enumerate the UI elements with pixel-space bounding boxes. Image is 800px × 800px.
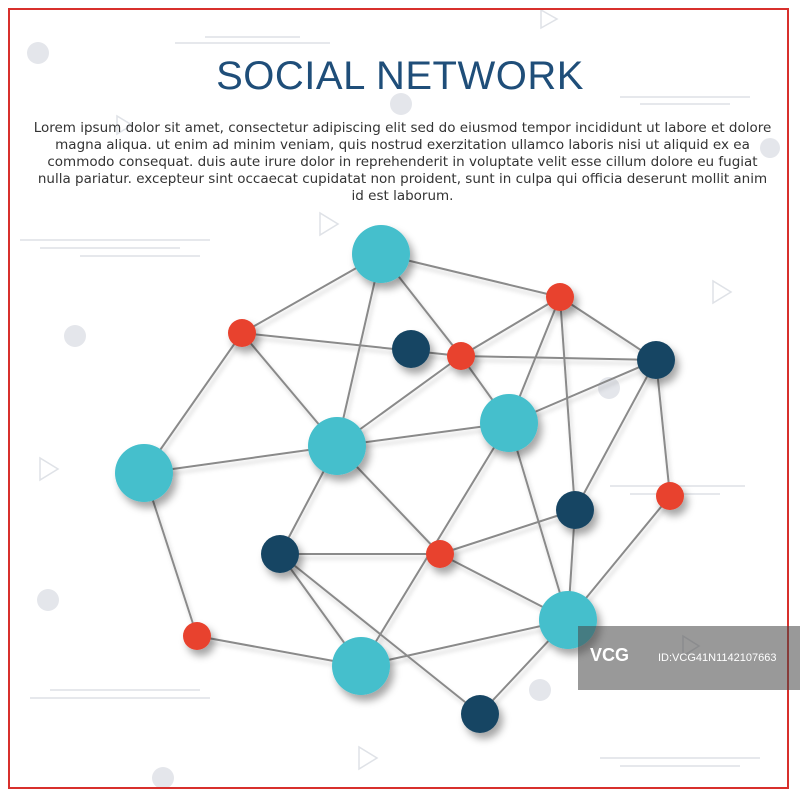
edge xyxy=(574,359,657,511)
node-teal xyxy=(332,637,390,695)
node-red xyxy=(656,482,684,510)
edge xyxy=(143,445,338,474)
edge xyxy=(655,359,671,497)
node-teal xyxy=(308,417,366,475)
edge xyxy=(559,296,576,511)
edge xyxy=(460,296,561,357)
red-frame xyxy=(8,8,789,789)
node-teal xyxy=(352,225,410,283)
node-teal xyxy=(115,444,173,502)
node-navy xyxy=(392,330,430,368)
edge xyxy=(336,253,382,447)
node-navy xyxy=(637,341,675,379)
watermark-id: ID:VCG41N1142107663 xyxy=(658,652,777,664)
edge xyxy=(559,296,657,361)
edge xyxy=(439,509,576,555)
node-navy xyxy=(461,695,499,733)
watermark-logo: VCG xyxy=(590,645,630,665)
node-red xyxy=(228,319,256,347)
node-teal xyxy=(480,394,538,452)
node-red xyxy=(183,622,211,650)
edge xyxy=(279,553,481,715)
node-navy xyxy=(261,535,299,573)
edge xyxy=(360,619,569,667)
watermark-band xyxy=(578,626,800,690)
node-red xyxy=(447,342,475,370)
node-red xyxy=(426,540,454,568)
page-title: SOCIAL NETWORK xyxy=(216,54,584,98)
edge xyxy=(380,253,561,298)
edge xyxy=(460,355,657,361)
body-text: Lorem ipsum dolor sit amet, consectetur … xyxy=(33,120,772,204)
node-red xyxy=(546,283,574,311)
node-navy xyxy=(556,491,594,529)
